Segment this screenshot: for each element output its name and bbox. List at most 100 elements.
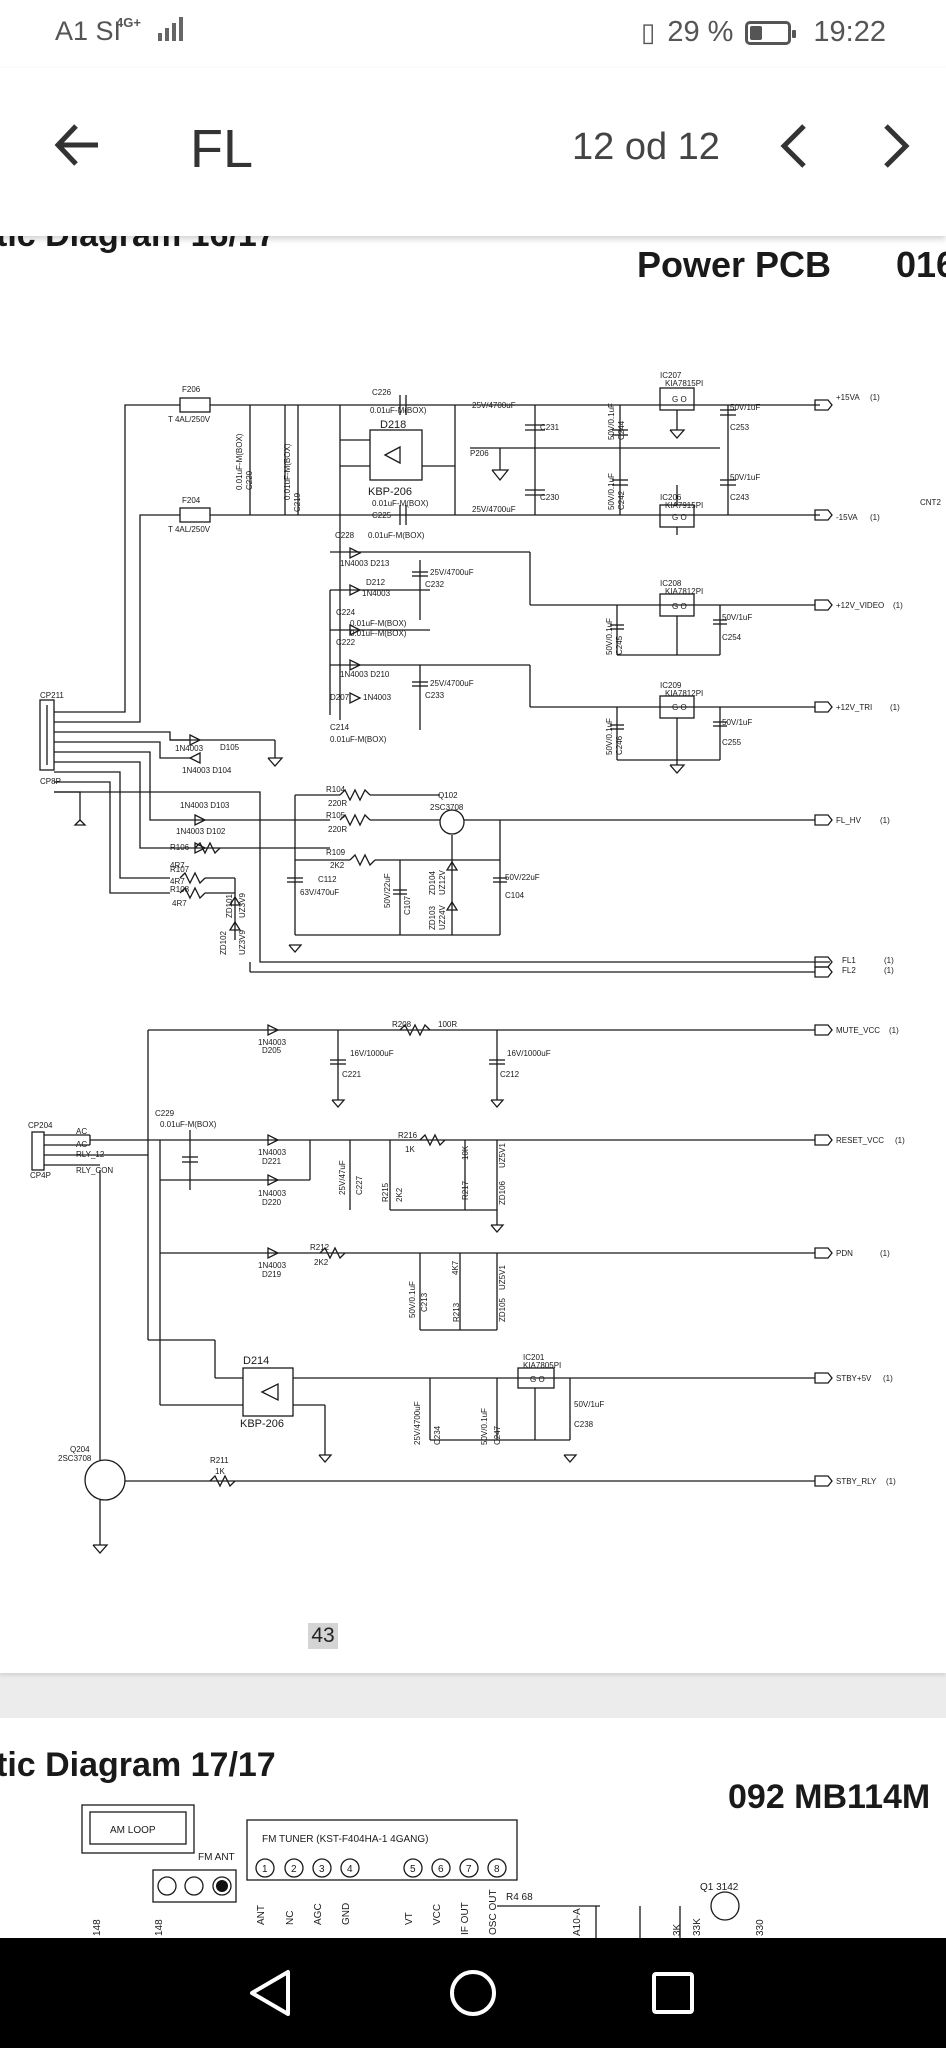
document-title: FL — [190, 119, 254, 179]
label-rlycon: RLY_CON — [76, 1166, 113, 1175]
label-c232v: 25V/4700uF — [430, 568, 474, 577]
label-r104v: 220R — [328, 799, 347, 808]
label-r212v: 2K2 — [314, 1258, 329, 1267]
label-ic207t: KIA7815PI — [665, 379, 703, 388]
label-cp204: CP204 — [28, 1121, 53, 1130]
nav-back-button[interactable] — [240, 1962, 302, 2024]
label-d213: 1N4003 D213 — [340, 559, 390, 568]
page-heading-left: tic Diagram 16/17 — [0, 236, 276, 255]
label-d214: D214 — [243, 1355, 269, 1367]
label-r215: R215 — [381, 1182, 390, 1202]
misc-label-4: 3K — [672, 1923, 683, 1936]
signal-icon: 4G+ — [116, 15, 183, 41]
label-fm-ant: FM ANT — [198, 1852, 235, 1863]
vibrate-icon: ▯ — [641, 17, 656, 47]
label-ic201t: KIA7805PI — [523, 1361, 561, 1370]
label-cp8p: CP8P — [40, 777, 61, 786]
label-in4003-a: 1N4003 — [175, 744, 204, 753]
label-one-10: (1) — [880, 1249, 890, 1258]
label-r217: R217 — [461, 1180, 470, 1200]
label-r104: R104 — [326, 785, 346, 794]
label-c104: C104 — [505, 891, 525, 900]
label-c242n: C242 — [617, 490, 626, 510]
label-d220: D220 — [262, 1198, 282, 1207]
label-c230: C230 — [540, 493, 560, 502]
label-c226: C226 — [372, 388, 392, 397]
status-bar: A1 SI 4G+ ▯ 29 % 19:22 — [0, 0, 946, 68]
pin-label-2: NC — [285, 1911, 296, 1925]
pin-label-8: OSC OUT — [488, 1889, 499, 1935]
document-toolbar: FL 12 od 12 — [0, 68, 946, 236]
label-r211: R211 — [210, 1456, 229, 1465]
page-counter: 12 od 12 — [572, 126, 720, 168]
label-pdn: PDN — [836, 1249, 853, 1258]
document-page-schematic-16[interactable]: tic Diagram 16/17 Power PCB 016 — [0, 236, 946, 1673]
label-d207t: 1N4003 — [363, 693, 392, 702]
system-navigation-bar — [0, 1938, 946, 2048]
label-p12t: +12V_TRI — [836, 703, 872, 712]
label-c220v: 0.01uF-M(BOX) — [235, 433, 244, 490]
schematic-diagram: F206 T 4AL/250V F204 T 4AL/250V C226 0.0… — [28, 371, 941, 1554]
label-rly12: RLY_12 — [76, 1150, 105, 1159]
label-zd101: ZD101 — [225, 893, 234, 918]
label-c253v: 50V/1uF — [730, 403, 760, 412]
previous-page-button[interactable] — [770, 118, 820, 174]
label-r108: R108 — [170, 885, 190, 894]
label-c225v: 0.01uF-M(BOX) — [372, 499, 429, 508]
label-r106v: 4R7 — [170, 861, 185, 870]
page-heading-right: Power PCB — [637, 244, 832, 285]
chevron-right-icon — [884, 124, 910, 168]
label-c244n: C244 — [617, 420, 626, 440]
label-c232: C232 — [425, 580, 445, 589]
label-q102: Q102 — [438, 791, 458, 800]
label-c213: C213 — [420, 1292, 429, 1312]
label-ic209: IC209 — [660, 681, 682, 690]
label-ic207: IC207 — [660, 371, 682, 380]
label-c213v: 50V/0.1uF — [408, 1281, 417, 1318]
label-cnt2: CNT2 — [920, 498, 941, 507]
label-gio-1: G O — [672, 395, 687, 404]
label-p206: P206 — [470, 449, 489, 458]
label-c112: C112 — [318, 875, 337, 884]
label-r213: R213 — [452, 1302, 461, 1322]
label-c245n: C245 — [615, 635, 624, 655]
label-ic206t: KIA7915PI — [665, 501, 703, 510]
label-cap4700b: 25V/4700uF — [472, 505, 516, 514]
label-c104v: 50V/22uF — [505, 873, 540, 882]
nav-home-button[interactable] — [442, 1962, 504, 2024]
label-f204v: T 4AL/250V — [168, 525, 211, 534]
pin-4: 4 — [347, 1864, 353, 1875]
label-cp211: CP211 — [40, 691, 64, 700]
label-q204: Q204 — [70, 1445, 90, 1454]
nav-recents-icon — [652, 1972, 694, 2014]
label-uz3v9-b: UZ3V9 — [238, 930, 247, 955]
back-button[interactable] — [50, 120, 110, 170]
next-page-button[interactable] — [870, 118, 920, 174]
label-r208: R208 — [392, 1020, 412, 1029]
label-d207: D207 — [330, 693, 350, 702]
label-c238v: 50V/1uF — [574, 1400, 604, 1409]
label-one-4: (1) — [890, 703, 900, 712]
label-c219: C219 — [293, 492, 302, 512]
label-uz3v9-a: UZ3V9 — [238, 893, 247, 918]
label-one-9: (1) — [895, 1136, 905, 1145]
document-page-schematic-17[interactable]: tic Diagram 17/17 092 MB114M AM LOOP — [0, 1718, 946, 1938]
label-c255: C255 — [722, 738, 742, 747]
label-uz5v1-b: UZ5V1 — [498, 1265, 507, 1290]
page-number: 43 — [308, 1623, 338, 1649]
label-kbp206a: KBP-206 — [368, 486, 412, 498]
label-in4003-e: 1N4003 — [258, 1261, 287, 1270]
label-c221v: 16V/1000uF — [350, 1049, 394, 1058]
label-c227: C227 — [355, 1175, 364, 1195]
label-r212: R212 — [310, 1243, 330, 1252]
battery-percent: 29 % — [667, 16, 734, 48]
misc-label-1: 148 — [92, 1919, 103, 1936]
label-d219: D219 — [262, 1270, 282, 1279]
label-c227v: 25V/47uF — [338, 1160, 347, 1195]
nav-recents-button[interactable] — [642, 1962, 704, 2024]
label-d218: D218 — [380, 419, 406, 431]
pin-label-7: IF OUT — [460, 1902, 471, 1935]
misc-label-2: 148 — [154, 1919, 165, 1936]
label-gio-2: G O — [672, 513, 687, 522]
label-c244: 50V/0.1uF — [607, 403, 616, 440]
